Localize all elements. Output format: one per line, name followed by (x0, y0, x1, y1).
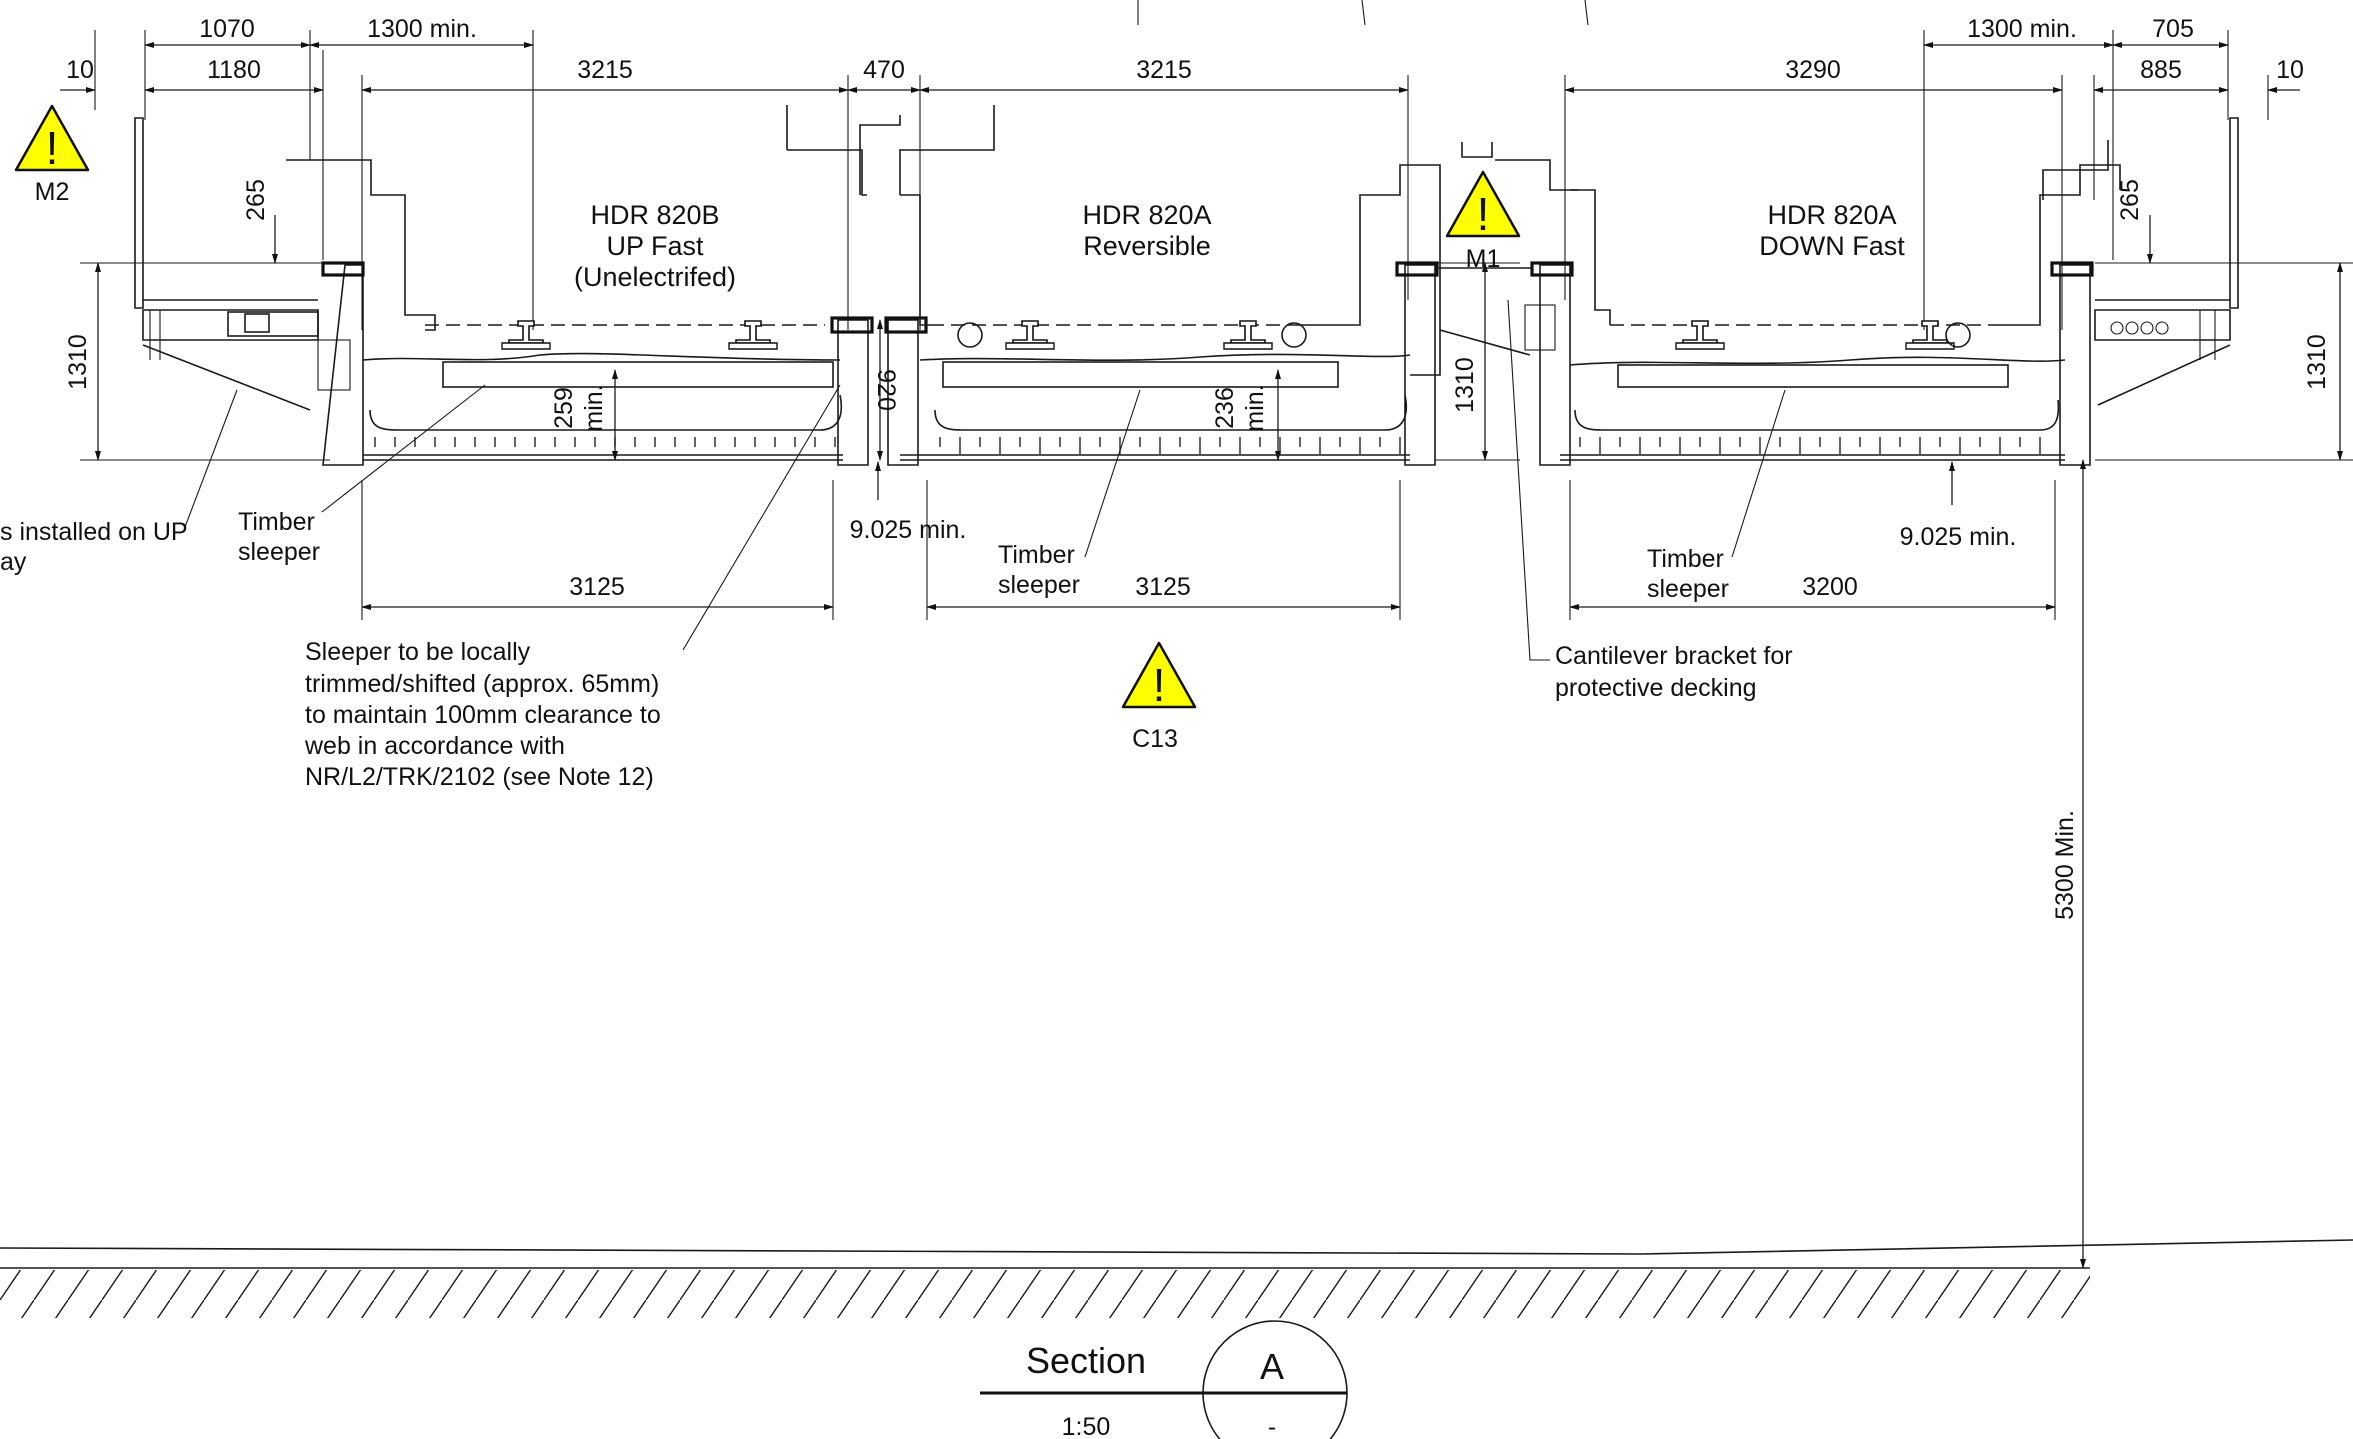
dim-3200: 3200 (1802, 573, 1858, 601)
warning-icon-m1: ! M1 (1445, 170, 1521, 273)
section-sheet: - (1268, 1413, 1276, 1439)
svg-text:ay: ay (0, 548, 27, 576)
deck-track-3 (1530, 164, 2121, 466)
svg-text:Cantilever bracket for: Cantilever bracket for (1555, 642, 1793, 670)
top-dimension-labels: 1070 1300 min. 10 1180 3215 470 3215 329… (66, 15, 2304, 84)
dim-236: 236 (1211, 387, 1239, 429)
side-dimension-labels: 265 1310 259 min. 920 236 min. 1310 265 … (64, 179, 2331, 920)
note-timber-sleeper-3: Timber sleeper (1647, 545, 1729, 603)
dim-259-min: min. (580, 384, 608, 431)
deck-track-1 (286, 105, 874, 466)
track-label-2: HDR 820A Reversible (1082, 200, 1211, 261)
dim-10-left: 10 (66, 56, 94, 84)
dim-10-right: 10 (2276, 56, 2304, 84)
svg-text:NR/L2/TRK/2102 (see Note 12): NR/L2/TRK/2102 (see Note 12) (305, 763, 654, 791)
dim-1310-left: 1310 (64, 334, 92, 390)
svg-text:HDR 820B: HDR 820B (590, 200, 719, 230)
svg-text:C13: C13 (1132, 725, 1178, 753)
dim-885: 885 (2140, 56, 2182, 84)
bottom-dimension-labels: 3125 3125 3200 9.025 min. 9.025 min. (569, 516, 2016, 601)
ballast-ticks (374, 437, 2041, 454)
svg-text:Timber: Timber (998, 541, 1075, 569)
note-left-cut: s installed on UP ay (0, 518, 188, 576)
svg-text:M2: M2 (35, 178, 70, 206)
svg-text:sleeper: sleeper (238, 538, 320, 566)
section-scale: 1:50 (1062, 1413, 1111, 1439)
dim-3125-b: 3125 (1135, 573, 1191, 601)
dim-265-left: 265 (242, 179, 270, 221)
dim-5300: 5300 Min. (2051, 810, 2079, 920)
note-timber-sleeper-2: Timber sleeper (998, 541, 1080, 599)
svg-text:sleeper: sleeper (1647, 575, 1729, 603)
dim-236-min: min. (1241, 384, 1269, 431)
deck-track-2 (900, 164, 1441, 466)
dim-705: 705 (2152, 15, 2194, 43)
svg-text:Timber: Timber (238, 508, 315, 536)
svg-text:trimmed/shifted (approx. 65mm): trimmed/shifted (approx. 65mm) (305, 670, 659, 698)
dim-1310-right: 1310 (2303, 334, 2331, 390)
cantilever-bracket (1437, 142, 1578, 356)
svg-text:(Unelectrifed): (Unelectrifed) (574, 262, 736, 292)
svg-text:!: ! (46, 122, 59, 174)
svg-text:to maintain 100mm clearance to: to maintain 100mm clearance to (305, 701, 661, 729)
dim-3125-a: 3125 (569, 573, 625, 601)
dim-920: 920 (872, 369, 900, 411)
bottom-dimension-lines (361, 461, 2056, 620)
dim-1070: 1070 (199, 15, 255, 43)
dim-1180: 1180 (207, 56, 261, 84)
dim-1310-mid: 1310 (1451, 357, 1479, 413)
svg-text:sleeper: sleeper (998, 571, 1080, 599)
section-id: A (1260, 1346, 1284, 1387)
dim-259: 259 (550, 387, 578, 429)
track-label-3: HDR 820A DOWN Fast (1759, 200, 1905, 261)
svg-text:Reversible: Reversible (1083, 231, 1211, 261)
dim-1300-left: 1300 min. (367, 15, 477, 43)
svg-text:web in accordance with: web in accordance with (304, 732, 565, 760)
leader-lines (184, 299, 1786, 661)
svg-text:HDR 820A: HDR 820A (1767, 200, 1896, 230)
note-cantilever-bracket: Cantilever bracket for protective deckin… (1555, 642, 1793, 702)
dim-470: 470 (863, 56, 905, 84)
svg-text:DOWN Fast: DOWN Fast (1759, 231, 1905, 261)
dim-9025-a: 9.025 min. (850, 516, 967, 544)
section-title-block: Section A 1:50 - (980, 1320, 1348, 1439)
svg-text:s installed on UP: s installed on UP (0, 518, 188, 546)
dim-9025-b: 9.025 min. (1900, 523, 2017, 551)
note-timber-sleeper-1: Timber sleeper (238, 508, 320, 566)
svg-text:Timber: Timber (1647, 545, 1724, 573)
dim-3290: 3290 (1785, 56, 1841, 84)
svg-text:HDR 820A: HDR 820A (1082, 200, 1211, 230)
section-title: Section (1026, 1340, 1146, 1381)
dim-3215-b: 3215 (1136, 56, 1192, 84)
right-walkway (2042, 117, 2239, 406)
svg-text:UP Fast: UP Fast (606, 231, 704, 261)
svg-text:!: ! (1477, 188, 1490, 240)
svg-text:protective decking: protective decking (1555, 674, 1757, 702)
warning-icon-m2: ! M2 (14, 104, 90, 206)
svg-text:M1: M1 (1466, 245, 1501, 273)
dim-1300-right: 1300 min. (1967, 15, 2077, 43)
dim-3215-a: 3215 (577, 56, 633, 84)
ground-level (0, 1239, 2353, 1318)
svg-text:!: ! (1153, 659, 1166, 711)
left-walkway (134, 117, 351, 411)
note-sleeper-trim: Sleeper to be locally trimmed/shifted (a… (304, 638, 661, 791)
dim-265-right: 265 (2116, 179, 2144, 221)
top-dimension-lines (60, 0, 2300, 330)
warning-icon-c13: ! C13 (1121, 641, 1197, 753)
track-label-1: HDR 820B UP Fast (Unelectrifed) (574, 200, 736, 292)
svg-text:Sleeper to be locally: Sleeper to be locally (305, 638, 531, 666)
